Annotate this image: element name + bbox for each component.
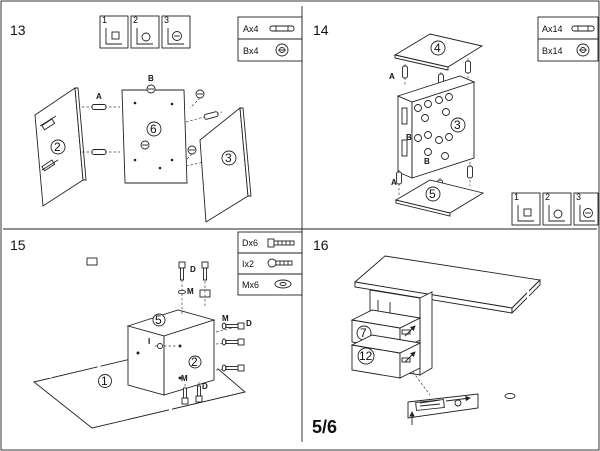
tip-2-label: 2 xyxy=(545,192,550,202)
finished-desk xyxy=(353,255,541,399)
step-13-number: 13 xyxy=(10,22,26,38)
bolt-group-top: D M xyxy=(178,261,209,316)
callout-b: B xyxy=(406,133,412,142)
step-13: 13 1 2 3 Ax4 Bx4 xyxy=(10,15,303,223)
cabinet-top-panel: 4 xyxy=(393,33,484,71)
callout-a: A xyxy=(389,72,395,81)
cabinet-body: 3 xyxy=(396,75,476,179)
legend-label-bx14: Bx14 xyxy=(542,46,563,56)
dowel-group-left: A xyxy=(82,92,120,155)
callout-a: A xyxy=(96,92,102,101)
bolt-group-right: M D xyxy=(215,314,252,372)
part-number-5: 5 xyxy=(429,187,436,201)
bolt-group-left: I xyxy=(148,337,176,349)
part-number-1: 1 xyxy=(101,374,108,388)
part-number-3: 3 xyxy=(454,118,461,132)
step-14-number: 14 xyxy=(313,22,329,38)
callout-m: M xyxy=(222,314,229,323)
bolt-icon xyxy=(267,238,295,248)
bolt-icon xyxy=(267,258,293,268)
callout-a: A xyxy=(391,178,397,187)
drawer-bottom: 12 xyxy=(350,334,422,379)
side-panel-left: 2 xyxy=(34,87,87,207)
legend-label-ax4: Ax4 xyxy=(243,24,259,34)
step-14-parts-legend: Ax14 Bx14 xyxy=(537,16,599,62)
callout-i: I xyxy=(148,337,150,346)
page-number: 5/6 xyxy=(312,417,337,437)
legend-label-mx6: Mx6 xyxy=(242,280,259,290)
step-15-number: 15 xyxy=(10,237,26,253)
callout-b: B xyxy=(148,74,154,83)
tip-1-label: 1 xyxy=(514,192,519,202)
back-panel: 6 xyxy=(121,89,188,184)
part-number-6: 6 xyxy=(150,122,157,136)
callout-d: D xyxy=(202,382,208,391)
cabinet-cam-locks: B B xyxy=(406,93,453,166)
legend-label-ix2: Ix2 xyxy=(242,259,254,269)
legend-label-bx4: Bx4 xyxy=(243,46,259,56)
side-panel-right: 3 xyxy=(199,107,252,223)
step-16-number: 16 xyxy=(313,237,329,253)
part-number-12: 12 xyxy=(359,349,373,363)
callout-m: M xyxy=(187,287,194,296)
callout-b: B xyxy=(424,157,430,166)
step-16: 16 7 xyxy=(312,237,541,437)
wooden-dowel-icon xyxy=(571,25,595,32)
cabinet-bottom-panel: 5 xyxy=(394,179,485,217)
part-number-3: 3 xyxy=(225,151,232,165)
part-number-2: 2 xyxy=(54,140,61,154)
part-number-7: 7 xyxy=(360,326,367,340)
part-number-2: 2 xyxy=(191,355,198,369)
tip-2-label: 2 xyxy=(133,15,138,25)
tip-3-label: 3 xyxy=(576,192,581,202)
cam-lock-nut-icon xyxy=(576,43,590,57)
part-number-4: 4 xyxy=(434,41,441,55)
step-15: 15 Dx6 Ix2 Mx6 xyxy=(10,231,303,429)
wooden-dowel-icon xyxy=(269,25,295,32)
bolt-group-bottom: M D xyxy=(181,374,208,405)
callout-d: D xyxy=(190,265,196,274)
tip-3-label: 3 xyxy=(164,15,169,25)
step-14: 14 Ax14 Bx14 4 xyxy=(313,16,599,226)
step-13-tip-strip: 1 2 3 xyxy=(99,15,191,49)
cam-lock-step-icon xyxy=(517,205,595,222)
cam-lock-group: B xyxy=(140,74,205,161)
part-number-5: 5 xyxy=(155,313,162,327)
step-14-tip-strip: 1 2 3 xyxy=(511,192,599,226)
drawer-rail-detail xyxy=(407,371,479,425)
callout-d: D xyxy=(246,319,252,328)
step-15-parts-legend: Dx6 Ix2 Mx6 xyxy=(237,231,303,296)
tip-1-label: 1 xyxy=(102,15,107,25)
step-13-parts-legend: Ax4 Bx4 xyxy=(237,16,303,62)
cam-lock-step-icon xyxy=(105,28,184,45)
cam-lock-nut-icon xyxy=(275,43,289,57)
cabinet-on-frame: 5 2 xyxy=(126,309,216,396)
legend-label-ax14: Ax14 xyxy=(542,24,563,34)
callout-m: M xyxy=(181,374,188,383)
washer-icon xyxy=(274,279,292,289)
legend-label-dx6: Dx6 xyxy=(242,238,258,248)
